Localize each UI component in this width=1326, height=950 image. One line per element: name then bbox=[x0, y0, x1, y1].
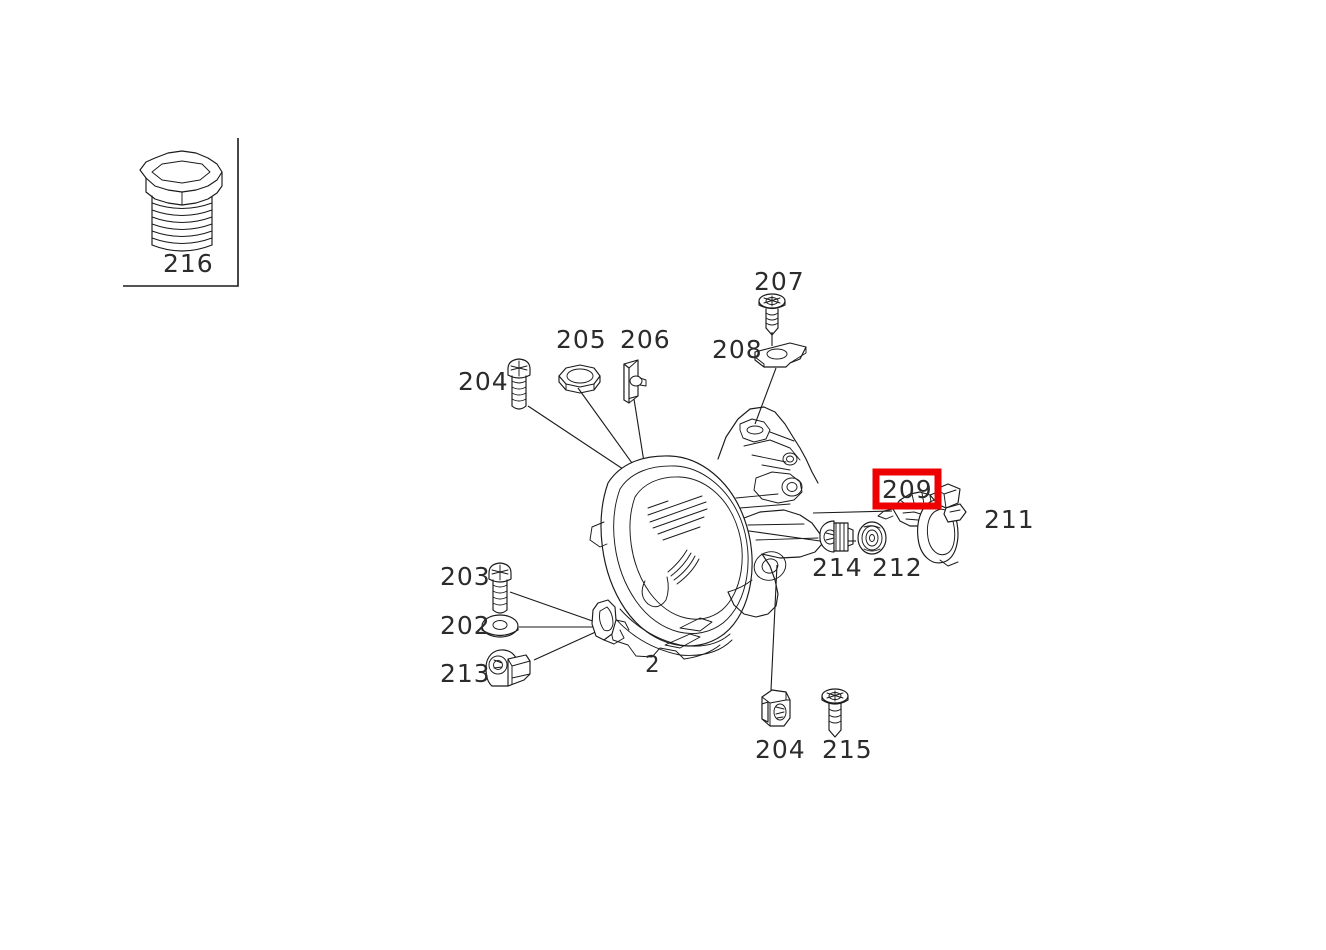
label-204-top: 204 bbox=[458, 367, 509, 396]
part-215-expanding-clip-nut bbox=[761, 689, 791, 727]
label-207: 207 bbox=[754, 267, 805, 296]
leader-213 bbox=[741, 529, 821, 542]
part-207-pan-head-screw bbox=[758, 293, 786, 336]
label-216: 216 bbox=[163, 249, 214, 278]
leader-204-bottom bbox=[509, 591, 602, 625]
leader-202 bbox=[533, 629, 601, 661]
label-209: 209 bbox=[882, 475, 933, 504]
label-202: 213 bbox=[440, 659, 491, 688]
label-205: 205 bbox=[556, 325, 607, 354]
label-203: 202 bbox=[440, 611, 491, 640]
label-208: 208 bbox=[712, 335, 763, 364]
label-204-bottom: 203 bbox=[440, 562, 491, 591]
leader-209 bbox=[812, 510, 893, 514]
part-205-hex-nut bbox=[558, 364, 601, 394]
part-204-top-screw bbox=[507, 358, 531, 410]
part-212-sealing-grommet bbox=[857, 521, 887, 555]
highlight-box-209 bbox=[872, 468, 942, 510]
part-203-washer bbox=[481, 614, 519, 638]
label-211: 211 bbox=[984, 505, 1035, 534]
label-212: 212 bbox=[872, 553, 923, 582]
part-208-mounting-bracket bbox=[754, 342, 807, 368]
part-216-threaded-plug bbox=[139, 150, 223, 252]
label-206: 206 bbox=[620, 325, 671, 354]
part-213-bulb bbox=[819, 520, 854, 553]
part-202-rubber-grommet bbox=[485, 649, 531, 687]
leader-lines bbox=[509, 332, 893, 691]
part-214-tapping-screw bbox=[821, 688, 849, 738]
leader-208 bbox=[754, 367, 777, 425]
label-2: 2 bbox=[645, 652, 660, 678]
label-213: 214 bbox=[812, 553, 863, 582]
label-214: 215 bbox=[822, 735, 873, 764]
inset-panel-216: 216 bbox=[123, 138, 239, 287]
part-204-bottom-screw bbox=[488, 562, 512, 614]
part-2-headlamp-housing bbox=[589, 406, 823, 660]
label-215: 204 bbox=[755, 735, 806, 764]
part-206-retaining-clip bbox=[623, 359, 647, 404]
